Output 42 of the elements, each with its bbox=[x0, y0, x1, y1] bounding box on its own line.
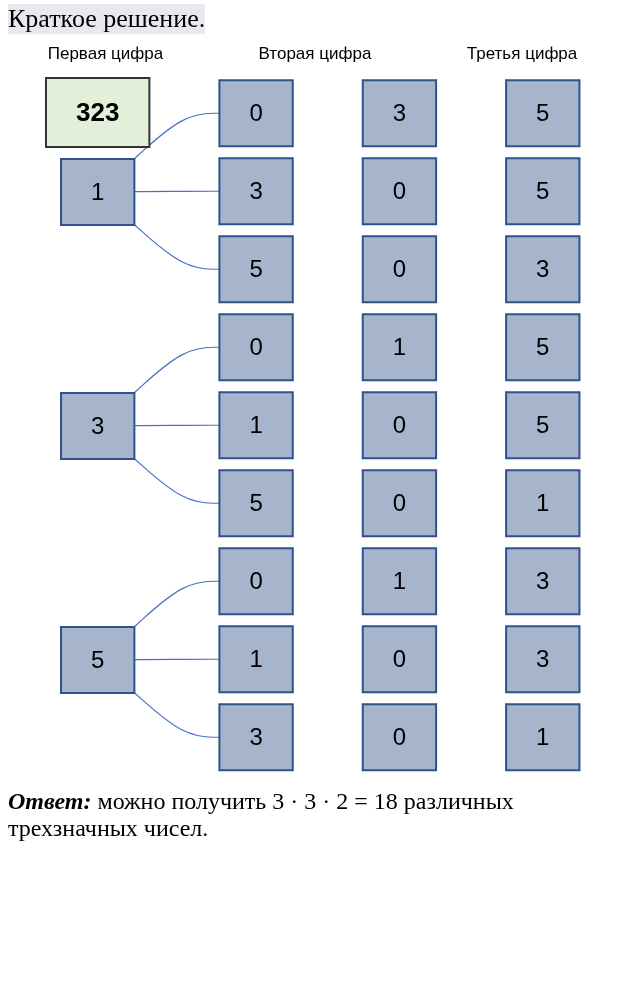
node-box: 0 bbox=[361, 625, 437, 694]
column-header: Третья цифра bbox=[466, 44, 578, 64]
node-box: 1 bbox=[218, 625, 294, 694]
node-box: 5 bbox=[504, 79, 581, 148]
node-box: 1 bbox=[218, 391, 294, 460]
node-box: 5 bbox=[218, 235, 294, 304]
node-box: 3 bbox=[59, 392, 136, 460]
node-box: 5 bbox=[504, 313, 581, 382]
node-box: 3 bbox=[218, 157, 294, 226]
connector bbox=[133, 580, 220, 628]
answer-text: Ответ: можно получить 3 · 3 · 2 = 18 различных трехзначных чисел. bbox=[8, 788, 515, 843]
node-box: 0 bbox=[218, 547, 294, 616]
connector bbox=[133, 458, 220, 504]
connector bbox=[133, 224, 220, 270]
node-box: 323 bbox=[44, 77, 151, 148]
column-header: Первая цифра bbox=[47, 44, 164, 64]
node-box: 0 bbox=[361, 157, 437, 226]
node-box: 0 bbox=[361, 469, 437, 538]
node-box: 1 bbox=[59, 158, 136, 226]
node-box: 3 bbox=[504, 235, 581, 304]
connector bbox=[133, 346, 220, 394]
node-box: 1 bbox=[504, 469, 581, 538]
node-box: 5 bbox=[218, 469, 294, 538]
node-box: 5 bbox=[504, 157, 581, 226]
node-box: 0 bbox=[218, 79, 294, 148]
node-box: 0 bbox=[361, 391, 437, 460]
node-box: 0 bbox=[361, 235, 437, 304]
column-header: Вторая цифра bbox=[258, 44, 372, 64]
node-box: 1 bbox=[361, 313, 437, 382]
node-box: 5 bbox=[504, 391, 581, 460]
node-box: 0 bbox=[361, 703, 437, 772]
node-box: 3 bbox=[504, 547, 581, 616]
node-box: 3 bbox=[361, 79, 437, 148]
node-box: 1 bbox=[361, 547, 437, 616]
node-box: 1 bbox=[504, 703, 581, 772]
node-box: 3 bbox=[218, 703, 294, 772]
node-box: 3 bbox=[504, 625, 581, 694]
node-box: 0 bbox=[218, 313, 294, 382]
subtitle-text: Краткое решение. bbox=[8, 4, 206, 34]
connector bbox=[133, 692, 220, 738]
connector bbox=[133, 112, 220, 160]
node-box: 5 bbox=[59, 626, 136, 694]
